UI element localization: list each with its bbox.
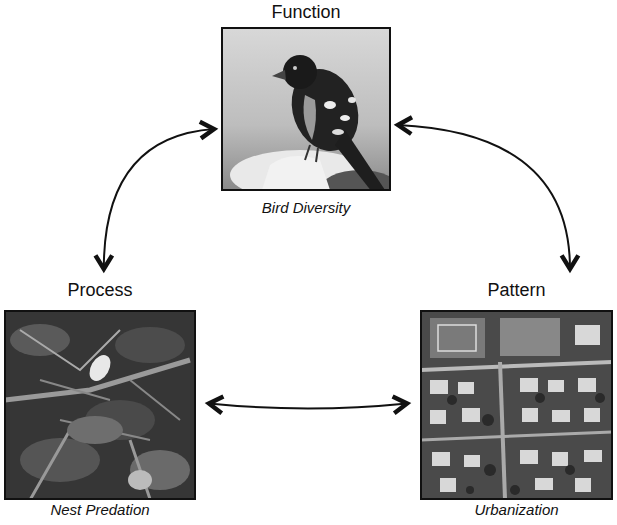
arrow-head	[200, 122, 214, 139]
curved-arrow	[209, 397, 407, 414]
photo-panel: FunctionBird Diversity	[222, 1, 390, 218]
photo-panel: ProcessNest Predation	[5, 279, 195, 520]
panel-heading: Process	[67, 279, 132, 301]
photo-space	[421, 301, 612, 500]
arrow-line	[104, 129, 214, 269]
curved-arrow	[95, 122, 214, 269]
panel-caption: Nest Predation	[50, 500, 149, 520]
aerial-photo	[421, 311, 612, 499]
curved-arrow	[398, 117, 578, 269]
panel-heading: Function	[271, 1, 340, 23]
photo-frame	[421, 311, 612, 499]
photo-space	[5, 301, 195, 500]
arrow-line	[209, 404, 407, 409]
panel-heading: Pattern	[487, 279, 545, 301]
arrow-head	[209, 397, 223, 414]
arrow-head	[398, 117, 412, 134]
photo-panel: PatternUrbanization	[421, 279, 612, 520]
bird-photo	[222, 28, 390, 190]
arrow-head	[95, 255, 112, 269]
panel-caption: Urbanization	[474, 500, 558, 520]
panel-caption: Bird Diversity	[262, 198, 350, 218]
arrow-line	[398, 125, 570, 269]
photo-frame	[5, 311, 195, 499]
nest-photo	[5, 311, 195, 499]
arrow-head	[393, 397, 407, 414]
photo-frame	[222, 28, 390, 190]
arrow-head	[562, 255, 579, 269]
photo-space	[222, 23, 390, 198]
